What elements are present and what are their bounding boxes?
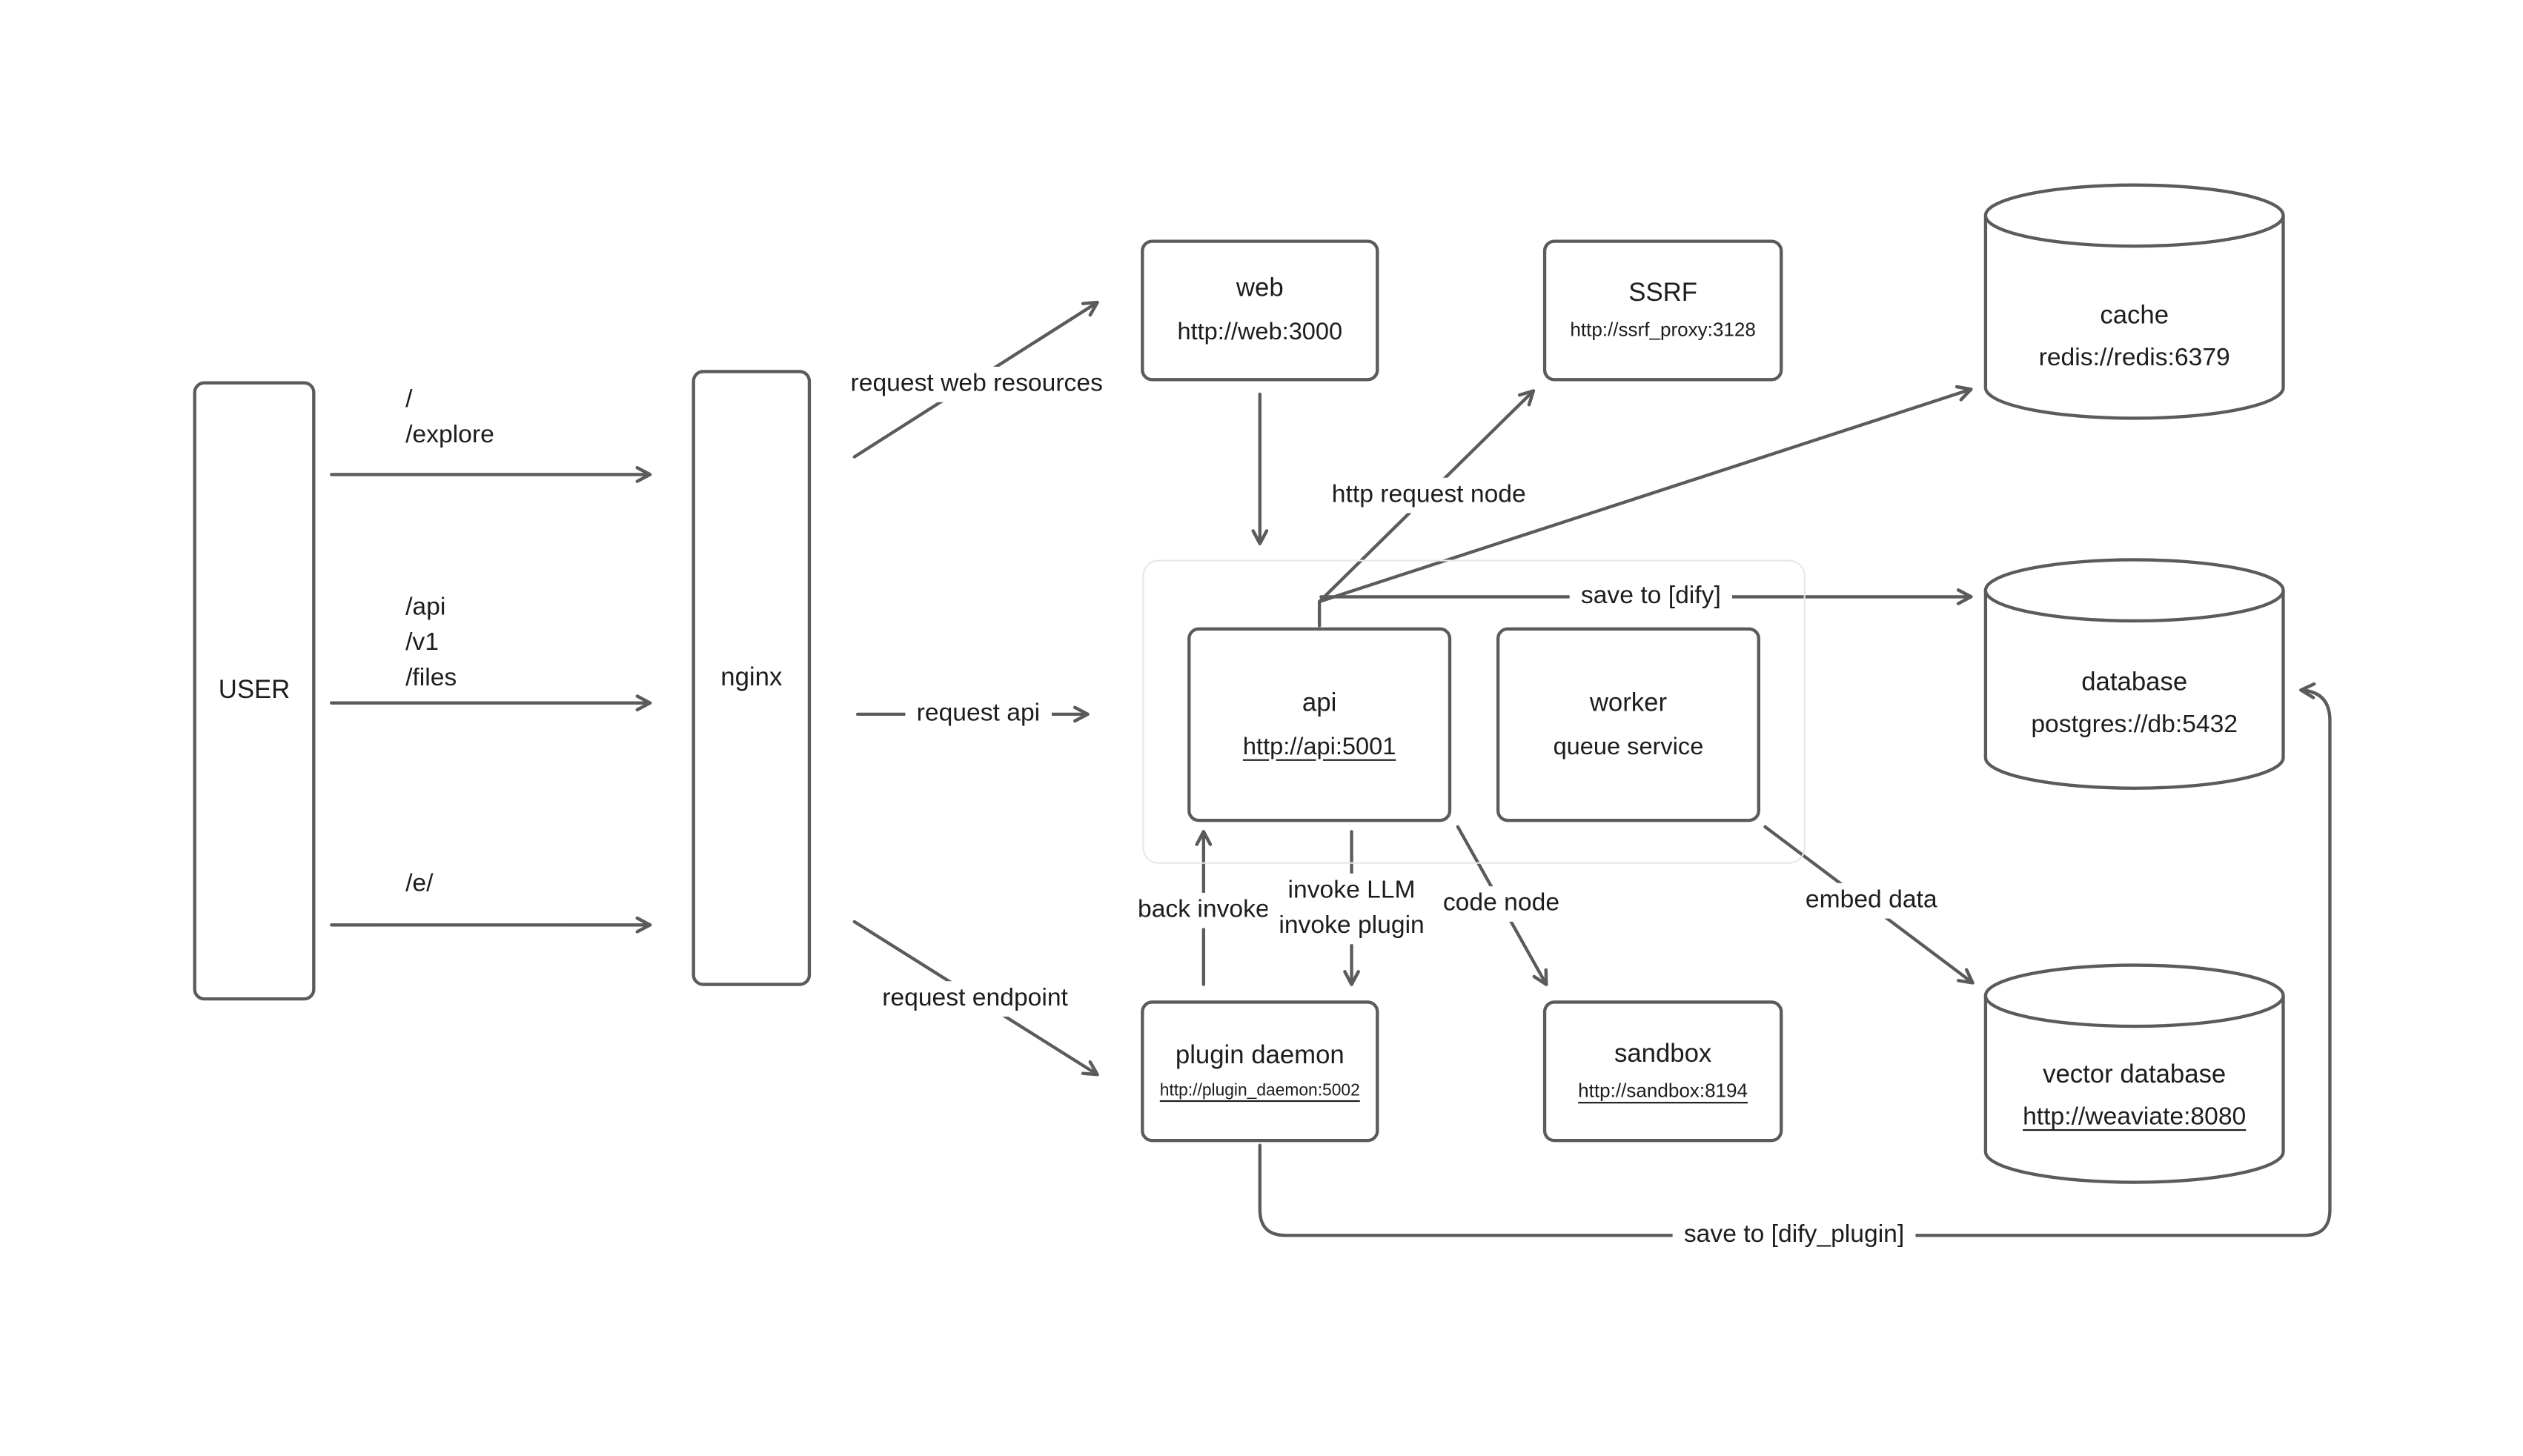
cache-node: cache redis://redis:6379 (1986, 299, 2284, 376)
cache-url: redis://redis:6379 (2038, 344, 2230, 372)
web-title: web (1236, 275, 1284, 303)
sandbox-url: http://sandbox:8194 (1578, 1079, 1748, 1103)
ssrf-title: SSRF (1628, 279, 1697, 308)
database-node: database postgres://db:5432 (1986, 666, 2284, 743)
vector-database-cylinder-shape (1983, 963, 2285, 1184)
route-e: /e/ (405, 870, 434, 898)
save-to-dify-label: save to [dify] (1569, 579, 1732, 615)
request-api-label: request api (905, 696, 1052, 732)
cache-title: cache (2100, 302, 2169, 330)
route-root: / (405, 386, 413, 413)
code-node-label: code node (1431, 886, 1571, 922)
invoke-llm-label: invoke LLM (1287, 877, 1416, 905)
vector-database-title: vector database (2043, 1061, 2227, 1089)
invoke-label: invoke LLM invoke plugin (1267, 873, 1436, 945)
back-invoke-label: back invoke (1126, 892, 1281, 928)
nginx-label: nginx (720, 663, 783, 691)
worker-node: worker queue service (1496, 627, 1760, 822)
route-v1: /v1 (405, 628, 439, 656)
dify-services-group (1142, 559, 1806, 864)
cache-cylinder-shape (1983, 183, 2285, 420)
embed-data-label: embed data (1794, 882, 1949, 919)
user-routes-plugin-label: /e/ (405, 867, 433, 902)
database-title: database (2081, 669, 2188, 697)
user-node: USER (193, 381, 316, 1001)
plugin-daemon-title: plugin daemon (1175, 1042, 1345, 1070)
database-cylinder-shape (1983, 558, 2285, 790)
nginx-node: nginx (692, 370, 812, 986)
api-node: api http://api:5001 (1187, 627, 1452, 822)
route-files: /files (405, 664, 457, 692)
edge-plugin-daemon-to-database-save (1258, 682, 2332, 1237)
api-url: http://api:5001 (1242, 732, 1396, 760)
edge-api-to-cache (1317, 385, 1973, 604)
save-to-dify-plugin-label: save to [dify_plugin] (1672, 1217, 1916, 1254)
plugin-daemon-url: http://plugin_daemon:5002 (1159, 1080, 1360, 1100)
worker-subtitle: queue service (1553, 732, 1704, 760)
request-endpoint-label: request endpoint (871, 981, 1080, 1017)
ssrf-url: http://ssrf_proxy:3128 (1570, 318, 1756, 342)
user-label: USER (218, 676, 291, 704)
user-routes-web-label: / /explore (405, 383, 494, 454)
vector-database-node: vector database http://weaviate:8080 (1986, 1058, 2284, 1135)
user-routes-api-label: /api /v1 /files (405, 591, 457, 697)
http-request-node-label: http request node (1320, 477, 1537, 513)
plugin-daemon-node: plugin daemon http://plugin_daemon:5002 (1141, 1000, 1379, 1143)
worker-title: worker (1589, 689, 1668, 717)
sandbox-node: sandbox http://sandbox:8194 (1542, 1000, 1783, 1143)
route-explore: /explore (405, 421, 494, 449)
vector-database-url: http://weaviate:8080 (2023, 1103, 2247, 1131)
database-url: postgres://db:5432 (2031, 711, 2238, 739)
web-node: web http://web:3000 (1141, 239, 1379, 382)
api-title: api (1302, 689, 1337, 717)
route-api: /api (405, 594, 446, 621)
request-web-resources-label: request web resources (839, 366, 1115, 402)
web-url: http://web:3000 (1177, 318, 1343, 346)
invoke-plugin-label: invoke plugin (1279, 911, 1425, 940)
ssrf-node: SSRF http://ssrf_proxy:3128 (1542, 239, 1783, 382)
sandbox-title: sandbox (1614, 1040, 1712, 1068)
